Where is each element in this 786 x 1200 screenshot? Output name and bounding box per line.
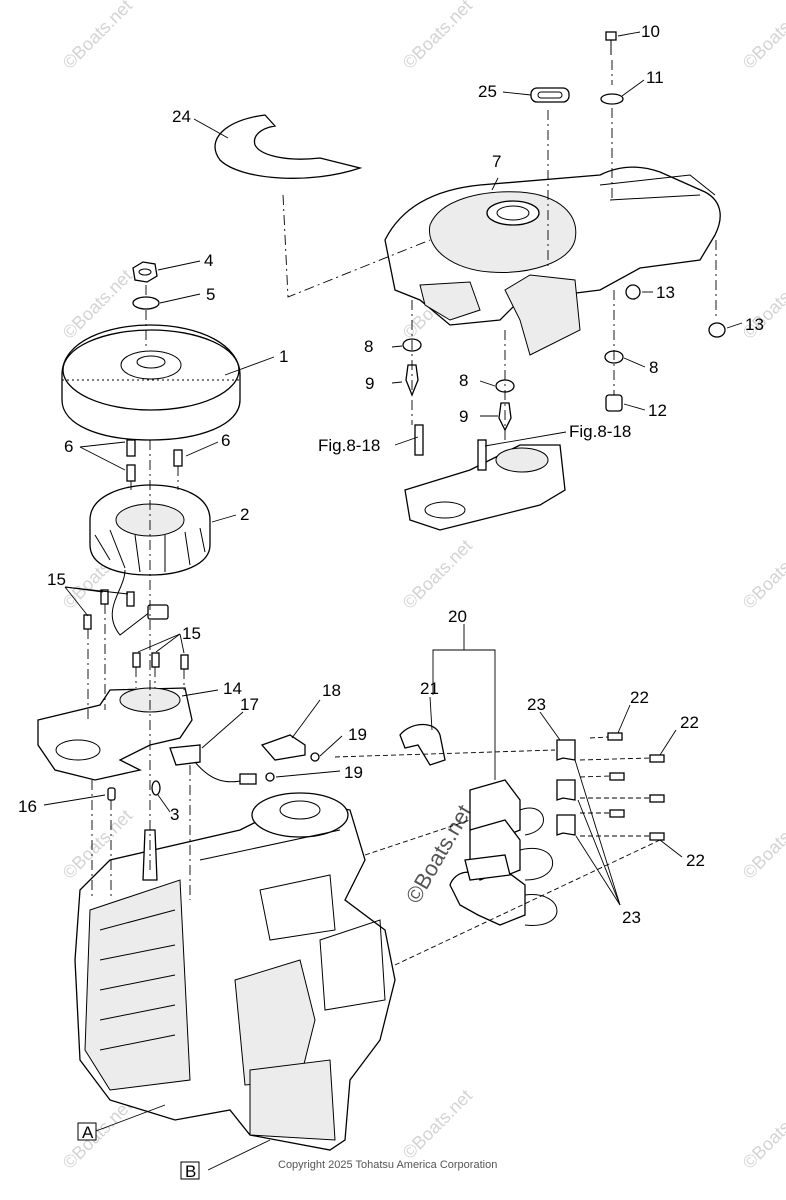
watermark: ©Boats.net [59, 1096, 136, 1173]
fig-ref-left: Fig.8-18 [318, 436, 380, 455]
part-19-screw [265, 772, 275, 782]
callout-9: 9 [365, 374, 374, 393]
part-23-plate [556, 739, 576, 761]
part-15-screw [132, 652, 141, 668]
callout-2: 2 [240, 505, 249, 524]
part-15-screw [151, 652, 160, 668]
watermark: ©Boats.net [739, 1096, 786, 1173]
callout-6: 6 [64, 437, 73, 456]
part-1-flywheel [61, 324, 241, 441]
watermark: ©Boats.net [399, 1086, 476, 1163]
assembly-lines [87, 60, 717, 966]
part-15-screw [83, 614, 92, 630]
callouts: 10 11 25 24 7 4 5 13 13 1 8 8 8 9 9 12 F… [18, 22, 764, 927]
watermark: ©Boats.net [399, 0, 476, 73]
part-3-key [151, 780, 161, 796]
powerhead-engine-block [74, 792, 396, 1151]
callout-22: 22 [630, 688, 649, 707]
box-label-a-text: A [82, 1123, 94, 1142]
callout-6: 6 [221, 431, 230, 450]
callout-15: 15 [182, 624, 201, 643]
part-15-screw [100, 589, 109, 605]
leader-lines [43, 31, 743, 1171]
part-22-screw [649, 754, 665, 763]
callout-9: 9 [459, 407, 468, 426]
callout-25: 25 [478, 82, 497, 101]
copyright-notice: Copyright 2025 Tohatsu America Corporati… [278, 1159, 497, 1171]
callout-5: 5 [206, 285, 215, 304]
callout-22: 22 [686, 851, 705, 870]
part-22-screw [607, 732, 623, 741]
watermark: ©Boats.net [739, 0, 786, 73]
callout-3: 3 [170, 805, 179, 824]
watermark: ©Boats.net [739, 536, 786, 613]
callout-1: 1 [279, 347, 288, 366]
part-19-screw [310, 752, 320, 762]
box-label-b: B [180, 1161, 200, 1181]
watermark: ©Boats.net [739, 806, 786, 883]
part-22-screw [649, 832, 665, 841]
part-22-screw [609, 772, 625, 781]
callout-14: 14 [223, 679, 242, 698]
callout-8: 8 [364, 337, 373, 356]
fig-ref-right: Fig.8-18 [569, 422, 631, 441]
watermark: ©Boats.net [399, 536, 476, 613]
callout-18: 18 [322, 681, 341, 700]
callout-22: 22 [680, 713, 699, 732]
callout-13: 13 [745, 315, 764, 334]
callout-8: 8 [649, 358, 658, 377]
box-label-a: A [77, 1122, 97, 1142]
part-4-nut [132, 261, 158, 283]
callout-19: 19 [344, 763, 363, 782]
part-18-bracket [260, 734, 306, 761]
callout-23: 23 [527, 695, 546, 714]
callout-13: 13 [656, 283, 675, 302]
part-22-screw [649, 794, 665, 803]
callout-17: 17 [240, 695, 259, 714]
part-20-ignition-coil-assy [449, 779, 558, 926]
part-22-screw [609, 809, 625, 818]
callout-11: 11 [646, 68, 664, 87]
part-6-bolt [173, 449, 183, 467]
callout-21: 21 [420, 679, 439, 698]
callout-8: 8 [459, 371, 468, 390]
callout-15: 15 [47, 570, 66, 589]
part-16-pin [107, 787, 116, 801]
callout-10: 10 [641, 22, 660, 41]
part-11-washer [600, 93, 624, 105]
callout-24: 24 [172, 107, 191, 126]
part-21-plug-cap [399, 723, 446, 766]
part-6-bolt [126, 464, 136, 482]
part-12-collar [605, 394, 623, 412]
callout-7: 7 [492, 152, 501, 171]
part-17-pulser-coil [169, 744, 257, 785]
box-label-b-text: B [185, 1162, 196, 1181]
part-23-plate [556, 814, 576, 836]
part-7-flywheel-cover [384, 166, 721, 356]
part-6-bolt [126, 439, 136, 457]
part-10-bolt [605, 31, 617, 55]
part-13-grommet [708, 322, 726, 338]
part-13-grommet [625, 284, 641, 300]
part-24-gasket [214, 114, 363, 179]
callout-4: 4 [204, 251, 213, 270]
watermark: ©Boats.net [59, 0, 136, 73]
part-15-screw [126, 591, 135, 607]
flywheel-cover-bracket [404, 424, 566, 531]
part-23-plate [556, 779, 576, 801]
callout-12: 12 [648, 401, 667, 420]
callout-23: 23 [622, 908, 641, 927]
part-15-screw [180, 654, 189, 670]
part-25-grommet [530, 87, 570, 103]
callout-20: 20 [448, 607, 467, 626]
part-14-stator-bracket [37, 687, 193, 781]
part-5-washer [132, 296, 160, 310]
callout-16: 16 [18, 797, 37, 816]
callout-19: 19 [348, 725, 367, 744]
